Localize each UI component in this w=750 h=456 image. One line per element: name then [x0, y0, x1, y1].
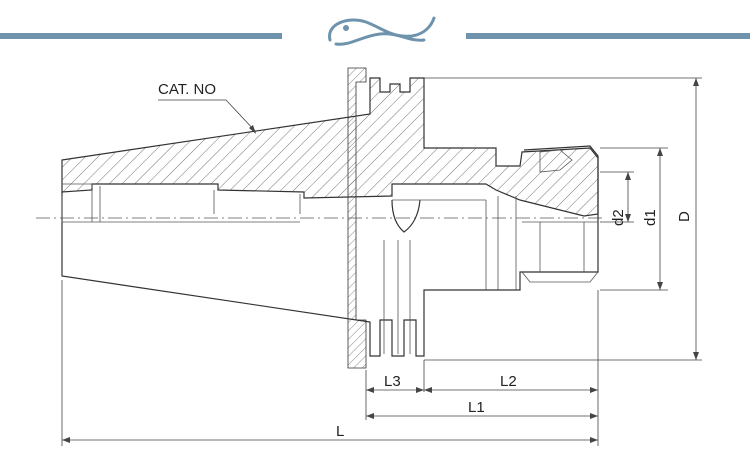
L2-label: L2 — [500, 373, 517, 390]
dimension-d2: d2 — [600, 171, 634, 226]
dimension-L: L — [62, 423, 598, 443]
header-rule-right — [466, 33, 750, 39]
L-label: L — [336, 423, 344, 440]
holder-upper-section — [61, 77, 599, 222]
d1-label: d1 — [642, 209, 659, 226]
cat-no-callout: CAT. NO — [158, 81, 257, 134]
dimension-d1: d1 — [600, 147, 668, 291]
dimension-D: D — [424, 77, 702, 361]
L3-label: L3 — [384, 373, 401, 390]
L1-label: L1 — [468, 399, 485, 416]
cat-no-label: CAT. NO — [158, 81, 216, 98]
dimension-L2: L2 — [424, 373, 598, 393]
dimension-extension-lines — [61, 280, 599, 446]
dimension-L3: L3 — [366, 373, 424, 393]
dimension-L1: L1 — [366, 399, 598, 419]
d2-label: d2 — [610, 209, 627, 226]
header-rule-left — [0, 33, 282, 39]
wave-ornament-icon — [328, 16, 436, 46]
holder-lower-outline — [61, 192, 599, 357]
header-divider — [0, 16, 750, 46]
D-label: D — [676, 211, 693, 222]
